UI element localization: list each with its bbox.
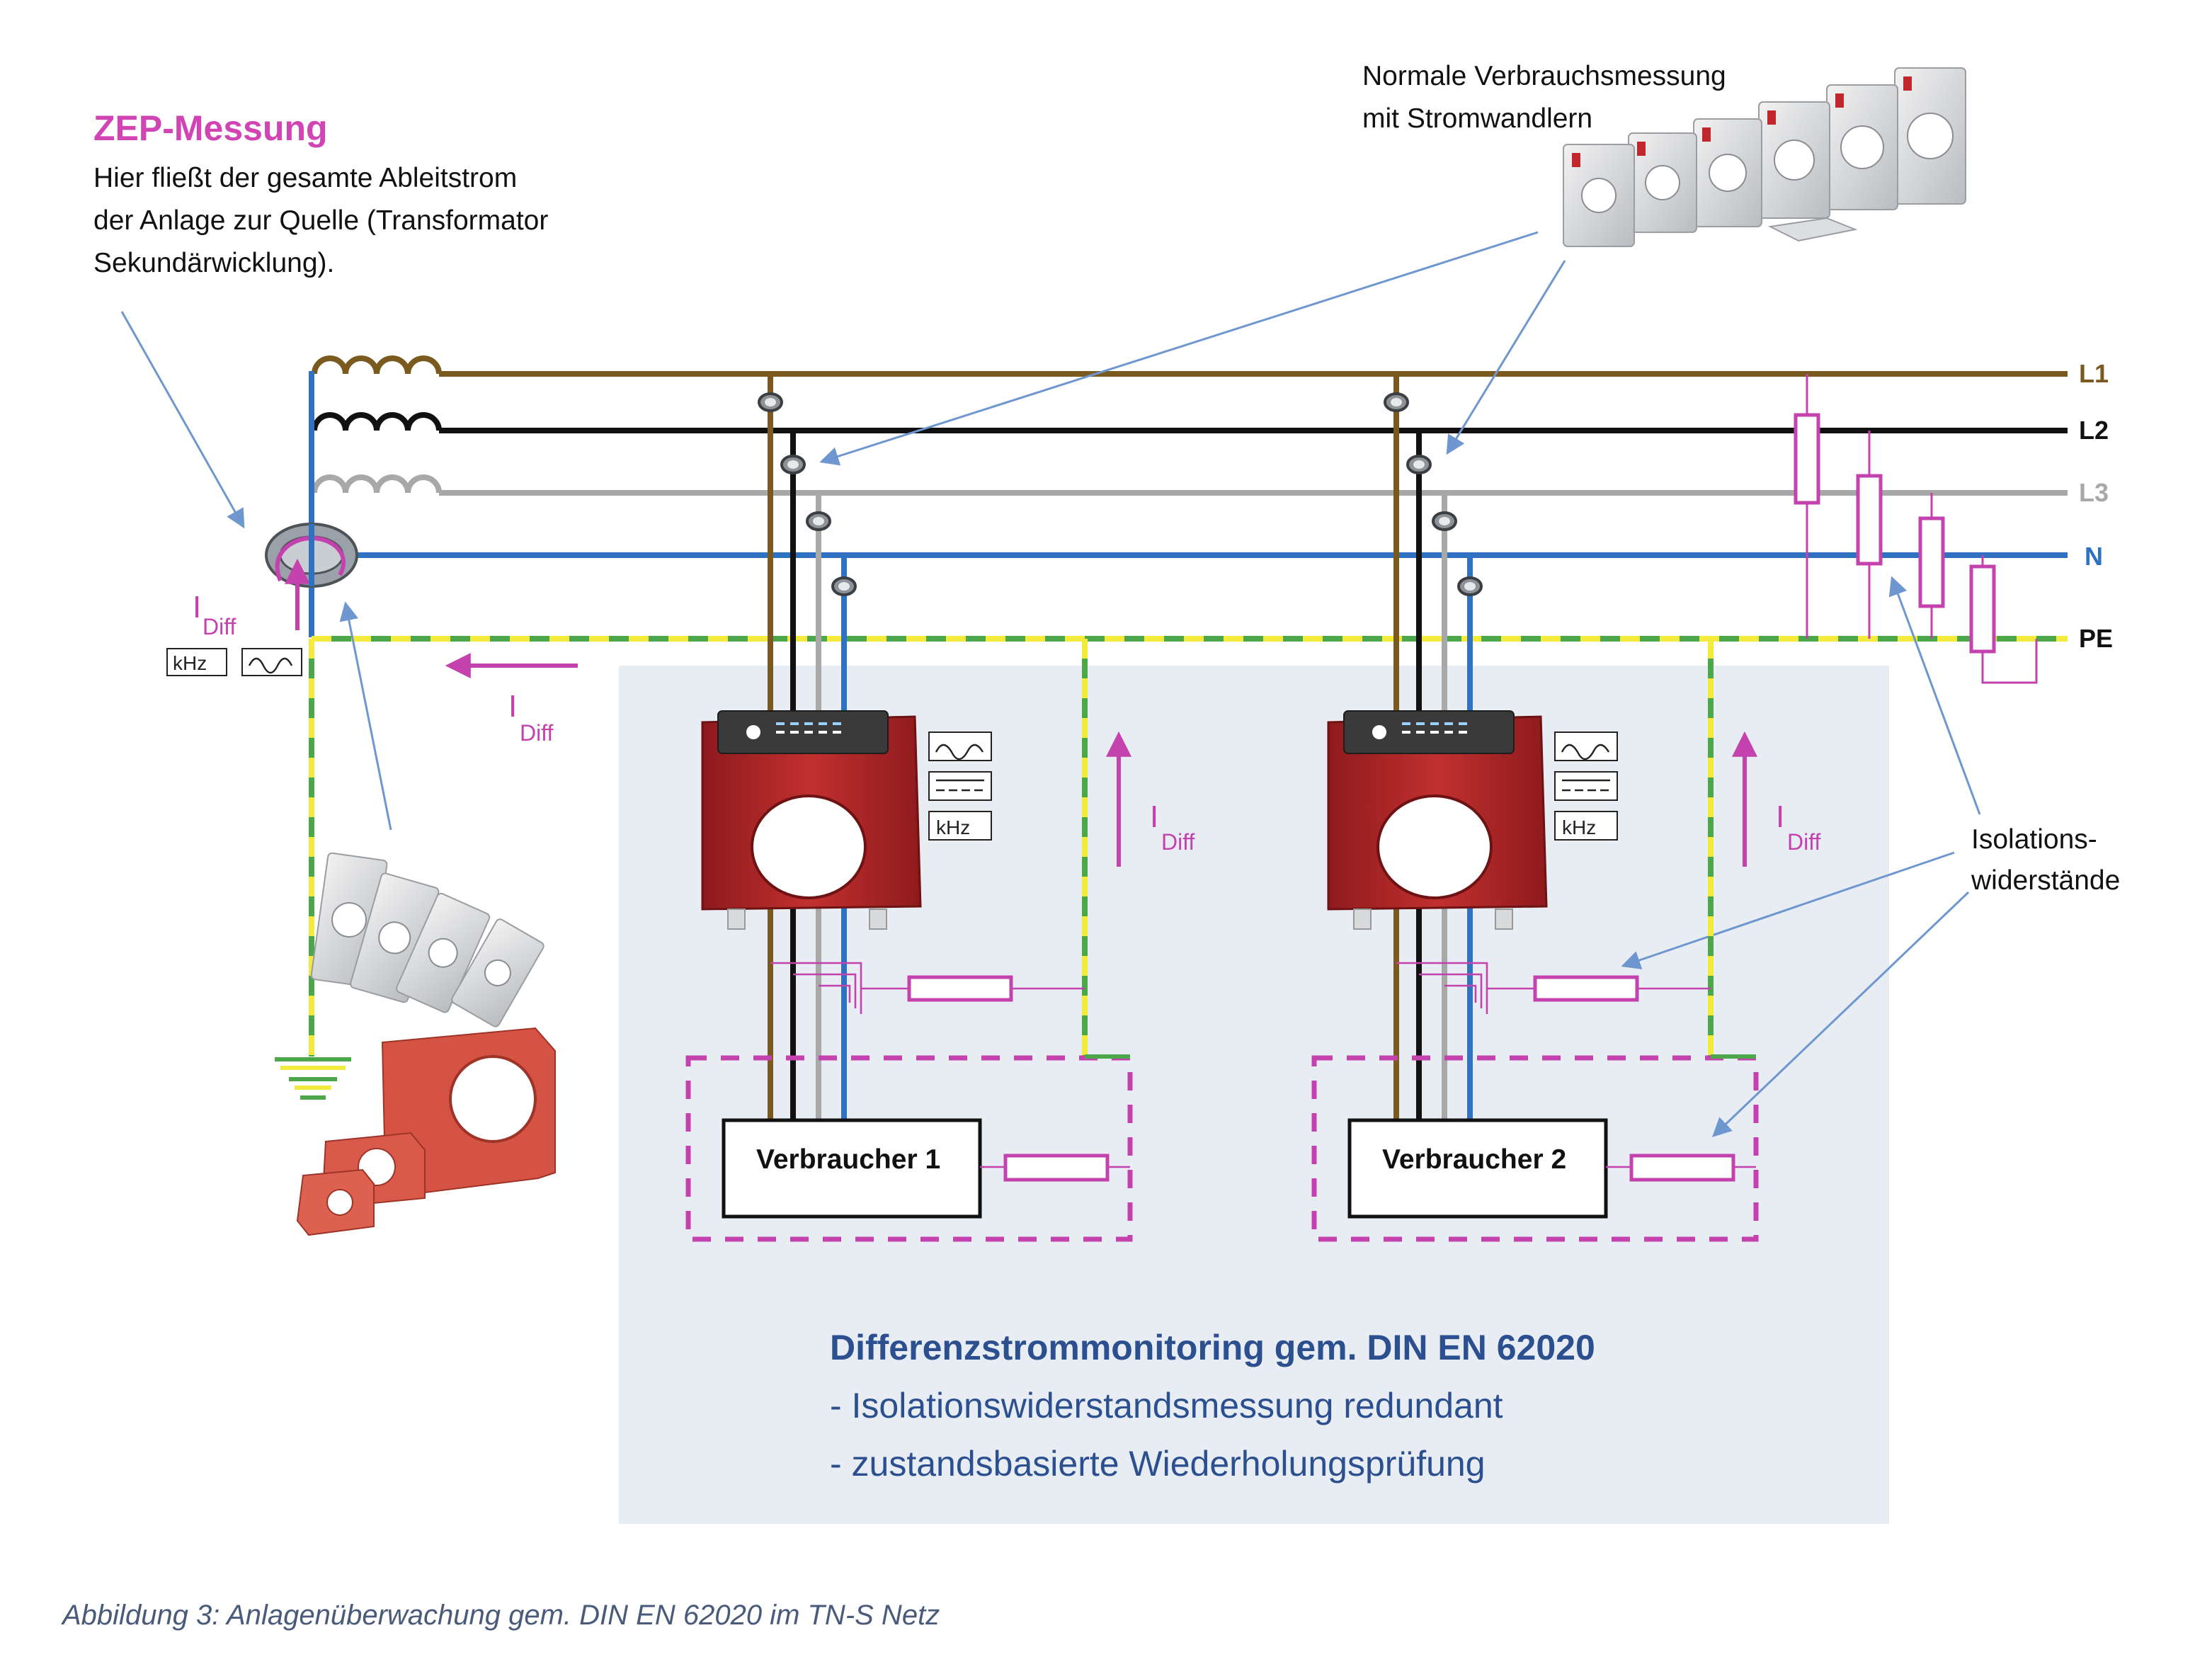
consumer-box-1 xyxy=(722,1118,982,1219)
rcm-khz-icon: kHz xyxy=(928,811,992,841)
zep-title: ZEP-Messung xyxy=(93,108,328,148)
rcm-ac-wave-icon xyxy=(1554,731,1618,761)
branch-idiff-sub: Diff xyxy=(1161,829,1195,855)
zep-ring-transformer xyxy=(265,523,358,630)
consumer-label-1: Verbraucher 1 xyxy=(756,1144,940,1175)
rcm-khz-icon: kHz xyxy=(1554,811,1618,841)
insulation-label-2: widerstände xyxy=(1971,865,2120,896)
panel-heading: Differenzstrommonitoring gem. DIN EN 620… xyxy=(830,1328,1595,1367)
zep-idiff-main: I xyxy=(193,590,201,625)
label-l1: L1 xyxy=(2079,359,2109,388)
ct-note-line-1: Normale Verbrauchsmessung xyxy=(1362,61,1726,91)
zep-khz-icon: kHz xyxy=(166,648,227,676)
label-n: N xyxy=(2085,542,2103,571)
consumer-insulation-resistor xyxy=(1606,1154,1756,1182)
zep-idiff-sub: Diff xyxy=(203,614,236,639)
pe-idiff-main: I xyxy=(508,689,517,724)
rcm-device-1 xyxy=(701,710,922,930)
pe-idiff-sub: Diff xyxy=(520,720,554,746)
rcm-ac-wave-icon xyxy=(928,731,992,761)
zep-line-3: Sekundärwicklung). xyxy=(93,248,334,278)
rcm-dc-icon xyxy=(928,771,992,801)
zep-ct-photo-grey xyxy=(310,852,545,1027)
zep-ct-photo-red xyxy=(296,1027,556,1236)
consumer-enclosure-1 xyxy=(685,1055,1133,1242)
label-l2: L2 xyxy=(2079,416,2109,445)
zep-ac-wave-icon xyxy=(241,648,302,676)
consumer-box-2 xyxy=(1347,1118,1608,1219)
branch-insulation-resistor xyxy=(770,962,1085,1014)
current-transformers-photo xyxy=(1563,67,1966,247)
earth-symbol xyxy=(275,1057,351,1100)
zep-line-1: Hier fließt der gesamte Ableitstrom xyxy=(93,163,517,193)
zep-line-2: der Anlage zur Quelle (Transformator xyxy=(93,205,548,236)
branch-idiff-main: I xyxy=(1150,799,1158,834)
branch-insulation-resistor xyxy=(1396,962,1711,1014)
panel-item-1: - Isolationswiderstandsmessung redundant xyxy=(830,1386,1503,1425)
branch-idiff-main: I xyxy=(1776,799,1784,834)
bus-insulation-resistors xyxy=(1794,374,2038,684)
transformer-secondary-windings xyxy=(312,355,442,494)
rcm-device-2 xyxy=(1327,710,1548,930)
consumer-enclosure-2 xyxy=(1311,1055,1759,1242)
label-l3: L3 xyxy=(2079,478,2109,507)
label-pe: PE xyxy=(2079,624,2113,653)
consumer-label-2: Verbraucher 2 xyxy=(1382,1144,1566,1175)
branch-idiff-sub: Diff xyxy=(1787,829,1821,855)
insulation-label-1: Isolations- xyxy=(1971,824,2097,855)
rcm-khz-label: kHz xyxy=(1562,816,1596,838)
rcm-khz-label: kHz xyxy=(936,816,970,838)
consumer-insulation-resistor xyxy=(980,1154,1130,1182)
annotation-arrows xyxy=(120,231,1981,1137)
rcm-dc-icon xyxy=(1554,771,1618,801)
figure-caption: Abbildung 3: Anlagenüberwachung gem. DIN… xyxy=(61,1600,940,1631)
ct-note-line-2: mit Stromwandlern xyxy=(1362,103,1592,134)
panel-item-2: - zustandsbasierte Wiederholungsprüfung xyxy=(830,1444,1486,1484)
zep-khz-label: kHz xyxy=(173,652,207,674)
